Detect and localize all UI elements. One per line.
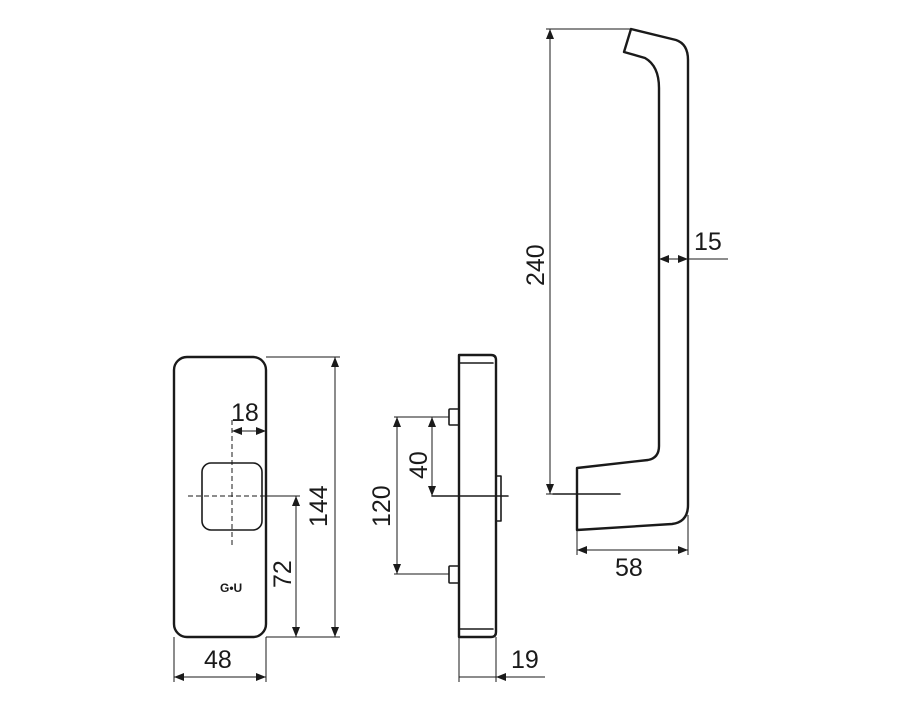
dim-label-144: 144	[305, 485, 333, 527]
dimension-handle-thickness: 15	[659, 228, 728, 263]
dimension-screw-offset: 40	[405, 416, 449, 496]
plate-side-view: 40 120 19	[368, 353, 545, 682]
dim-label-240: 240	[522, 244, 550, 286]
plate-front-view: G•U 18 72 144	[172, 355, 340, 682]
dimension-screw-spacing: 120	[368, 416, 449, 575]
dimension-handle-projection: 58	[576, 515, 689, 582]
dimension-plate-depth: 19	[458, 637, 545, 682]
plate-outline	[172, 355, 268, 639]
dimension-plate-height: 144	[266, 356, 340, 638]
dimension-center-height: 72	[266, 495, 300, 637]
dim-label-19: 19	[511, 646, 539, 674]
logo-text: G•U	[220, 581, 242, 595]
handle-side-view: 15 240 58	[522, 27, 728, 582]
handle-outline	[575, 27, 690, 532]
screw-bottom	[448, 565, 460, 584]
dim-label-120: 120	[368, 485, 396, 527]
dim-label-48: 48	[204, 646, 232, 674]
spindle-hub	[495, 475, 502, 522]
brand-logo: G•U	[220, 581, 242, 595]
screw-top	[448, 408, 460, 426]
dimension-handle-length: 240	[522, 28, 631, 495]
dimension-plate-square-offset: 18	[231, 399, 266, 435]
dimension-plate-width: 48	[173, 637, 267, 682]
dim-label-15: 15	[694, 228, 722, 256]
dim-label-72: 72	[269, 560, 297, 588]
dim-label-40: 40	[405, 451, 433, 479]
dim-label-58: 58	[615, 554, 643, 582]
dim-label-18: 18	[231, 399, 259, 427]
